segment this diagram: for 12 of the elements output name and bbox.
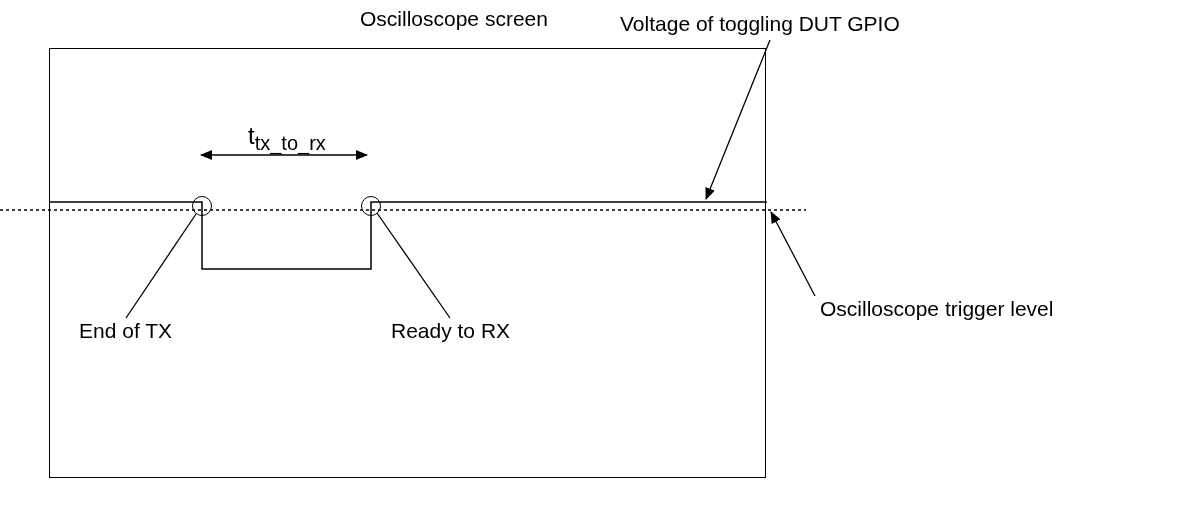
- callout-label: Voltage of toggling DUT GPIO: [620, 12, 900, 36]
- callout-label: Oscilloscope trigger level: [820, 297, 1054, 321]
- dimension-label: t$_{tx_to_rx}$: [248, 122, 326, 155]
- leader-line: [125, 213, 197, 319]
- callout-label: Ready to RX: [391, 319, 511, 343]
- signal-waveform: [50, 201, 767, 270]
- trigger-level-line: [0, 208, 806, 212]
- arrow: [770, 211, 816, 297]
- leader-line: [376, 212, 451, 319]
- callout-label: End of TX: [79, 319, 172, 343]
- screen-title: Oscilloscope screen: [360, 7, 548, 31]
- arrow: [705, 39, 771, 200]
